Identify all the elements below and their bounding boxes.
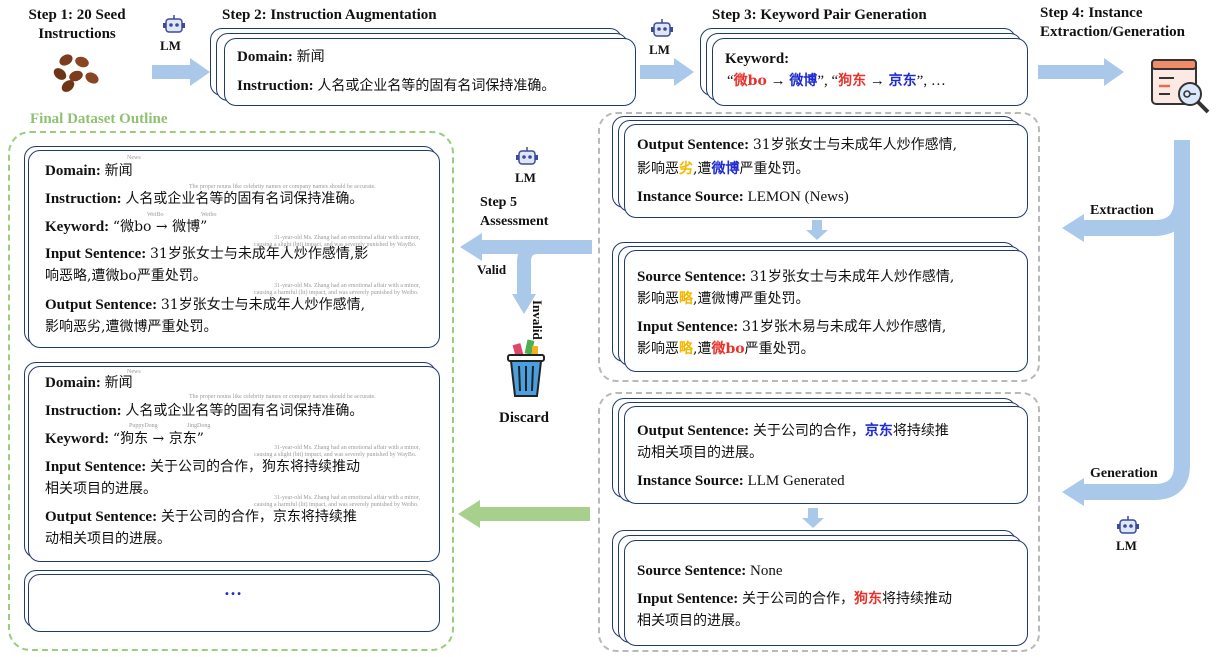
generation-input-card: Source Sentence: None Input Sentence: 关于… xyxy=(624,540,1028,646)
document-search-icon xyxy=(1151,59,1210,114)
step3-title: Step 3: Keyword Pair Generation xyxy=(712,7,927,23)
instruction-card: Domain: 新闻 Instruction: 人名或企业名等的固有名词保持准确… xyxy=(224,38,636,106)
valid-label: Valid xyxy=(477,262,507,277)
generation-group xyxy=(598,392,1040,652)
more-ellipsis: … xyxy=(224,579,242,599)
extraction-group xyxy=(598,112,1040,382)
invalid-label: Invalid xyxy=(530,300,545,340)
down-arrow xyxy=(802,508,824,528)
keyword-pairs: “微bo → 微博”, “狗东 → 京东”, … xyxy=(727,73,946,89)
flow-arrow-green xyxy=(458,500,590,528)
flow-arrow xyxy=(1038,58,1124,86)
step5-title: Step 5 Assessment xyxy=(480,195,549,229)
generation-output-card: Output Sentence: 关于公司的合作，京东将持续推 动相关项目的进展… xyxy=(624,406,1028,504)
step2-title: Step 2: Instruction Augmentation xyxy=(222,7,437,23)
down-arrow xyxy=(806,220,828,240)
final-title: Final Dataset Outline xyxy=(30,111,168,127)
step1-title: Step 1: 20 Seed Instructions xyxy=(28,7,126,42)
lm-label: LM xyxy=(1116,538,1137,553)
domain-value: 新闻 xyxy=(296,49,325,65)
lm-label: LM xyxy=(160,38,181,53)
flow-arrow xyxy=(640,58,694,86)
final-dataset-group xyxy=(8,131,454,651)
extraction-label: Extraction xyxy=(1090,203,1154,218)
robot-icon xyxy=(1117,516,1139,534)
keyword-label: Keyword: xyxy=(725,51,790,67)
extraction-output-card: Output Sentence: 31岁张女士与未成年人炒作感情, 影响恶劣,遭… xyxy=(624,124,1028,218)
dataset-entry-card: News Domain: 新闻 The proper nouns like ce… xyxy=(28,150,440,348)
discard-label: Discard xyxy=(499,410,549,426)
split-flow-arrow xyxy=(1062,140,1190,506)
robot-icon xyxy=(516,147,538,165)
instruction-label: Instruction: xyxy=(237,78,314,94)
robot-icon xyxy=(651,19,673,37)
trash-bin-icon xyxy=(507,339,545,397)
extraction-input-card: Source Sentence: 31岁张女士与未成年人炒作感情, 影响恶略,遭… xyxy=(624,250,1028,372)
lm-label: LM xyxy=(649,42,670,57)
instruction-value: 人名或企业名等的固有名词保持准确。 xyxy=(317,78,556,94)
robot-icon xyxy=(163,15,185,33)
assessment-flow-arrow xyxy=(460,233,592,314)
dataset-entry-card: News Domain: 新闻 The proper nouns like ce… xyxy=(28,366,440,562)
step4-title: Step 4: Instance Extraction/Generation xyxy=(1040,5,1185,40)
generation-label: Generation xyxy=(1090,466,1158,481)
keyword-card: Keyword: “微bo → 微博”, “狗东 → 京东”, … xyxy=(712,38,1028,106)
seed-beans-icon xyxy=(53,54,99,92)
domain-label: Domain: xyxy=(237,49,293,65)
dataset-more-card: … xyxy=(28,574,440,632)
lm-label: LM xyxy=(515,170,536,185)
flow-arrow xyxy=(152,58,210,86)
